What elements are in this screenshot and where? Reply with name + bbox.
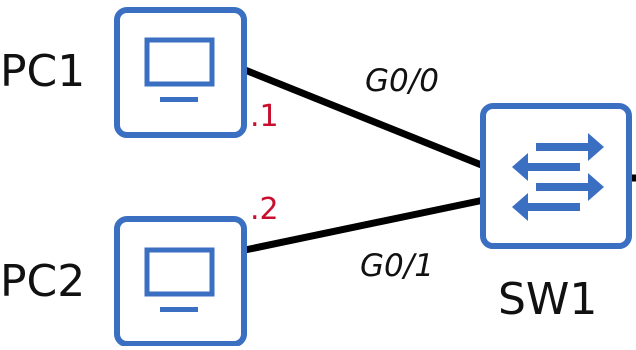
sw1-box bbox=[480, 103, 632, 249]
sw1-label: SW1 bbox=[498, 274, 597, 325]
sw1-device[interactable] bbox=[480, 103, 632, 249]
pc1-box bbox=[114, 7, 247, 138]
pc2-device[interactable] bbox=[114, 216, 247, 347]
link-pc1-sw1 bbox=[243, 66, 486, 170]
pc1-label: PC1 bbox=[0, 46, 85, 97]
link-pc2-sw1 bbox=[244, 196, 485, 254]
port-label-g0-1: G0/1 bbox=[360, 248, 434, 284]
pc2-box bbox=[114, 216, 247, 347]
pc2-label: PC2 bbox=[0, 256, 85, 307]
monitor-icon bbox=[144, 247, 215, 312]
pc1-device[interactable] bbox=[114, 7, 247, 138]
switch-arrows-icon bbox=[512, 133, 604, 221]
pc2-ip-suffix: .2 bbox=[250, 192, 279, 227]
port-label-g0-0: G0/0 bbox=[365, 63, 439, 99]
pc1-ip-suffix: .1 bbox=[250, 99, 279, 134]
monitor-icon bbox=[144, 37, 215, 102]
